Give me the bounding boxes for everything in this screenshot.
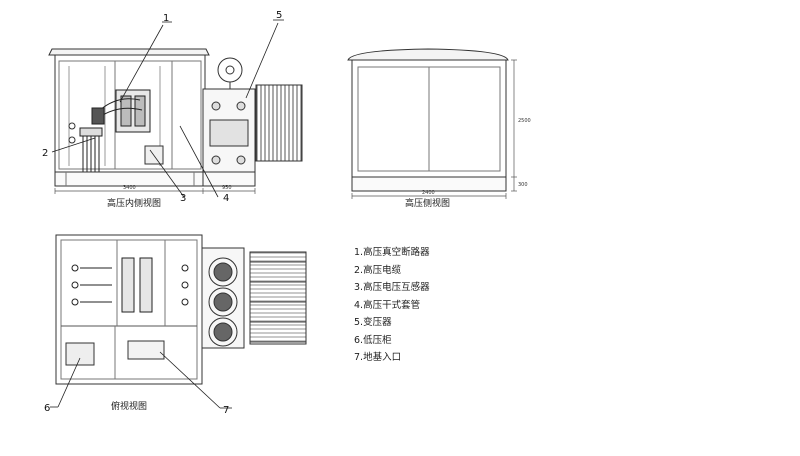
- legend-item: 5.变压器: [354, 317, 392, 328]
- callout-5: 5: [276, 10, 282, 21]
- top-view-bushings: [71, 257, 189, 313]
- label-hv-side-view: 高压侧视图: [405, 197, 450, 209]
- dim-side-height: 2500: [518, 118, 531, 124]
- hv-cables: [79, 127, 103, 178]
- callout-leaders: [51, 19, 284, 198]
- dim-side-width: 2400: [422, 190, 435, 196]
- callout-1: 1: [163, 13, 169, 24]
- component-legend: 1.高压真空断路器 2.高压电缆 3.高压电压互感器 4.高压干式套管 5.变压…: [354, 244, 430, 367]
- label-hv-inner-side-view: 高压内侧视图: [107, 197, 161, 209]
- legend-item: 4.高压干式套管: [354, 299, 421, 311]
- callout-6: 6: [44, 403, 50, 414]
- callout-2: 2: [42, 148, 48, 159]
- label-top-view: 俯视视图: [111, 400, 147, 412]
- foundation-entry: [127, 340, 165, 360]
- transformer-side: [202, 57, 303, 187]
- callout-3: 3: [180, 193, 186, 204]
- hv-side-view: [347, 48, 517, 199]
- hv-inner-side-view: [48, 48, 303, 194]
- callout-4: 4: [223, 193, 229, 204]
- dim-inner-width: 3400: [123, 185, 136, 191]
- callout-7: 7: [223, 405, 229, 416]
- legend-item: 3.高压电压互感器: [354, 282, 430, 293]
- top-view: [55, 234, 307, 385]
- callout-leaders-top: [50, 351, 232, 409]
- dim-base-height: 300: [518, 182, 528, 188]
- legend-item: 1.高压真空断路器: [354, 247, 430, 258]
- legend-item: 7.地基入口: [354, 352, 402, 363]
- legend-item: 6.低压柜: [354, 334, 392, 346]
- legend-item: 2.高压电缆: [354, 264, 402, 276]
- lv-cabinet: [65, 342, 95, 366]
- vacuum-breaker: [91, 89, 151, 133]
- dim-transformer-width: 950: [222, 185, 232, 191]
